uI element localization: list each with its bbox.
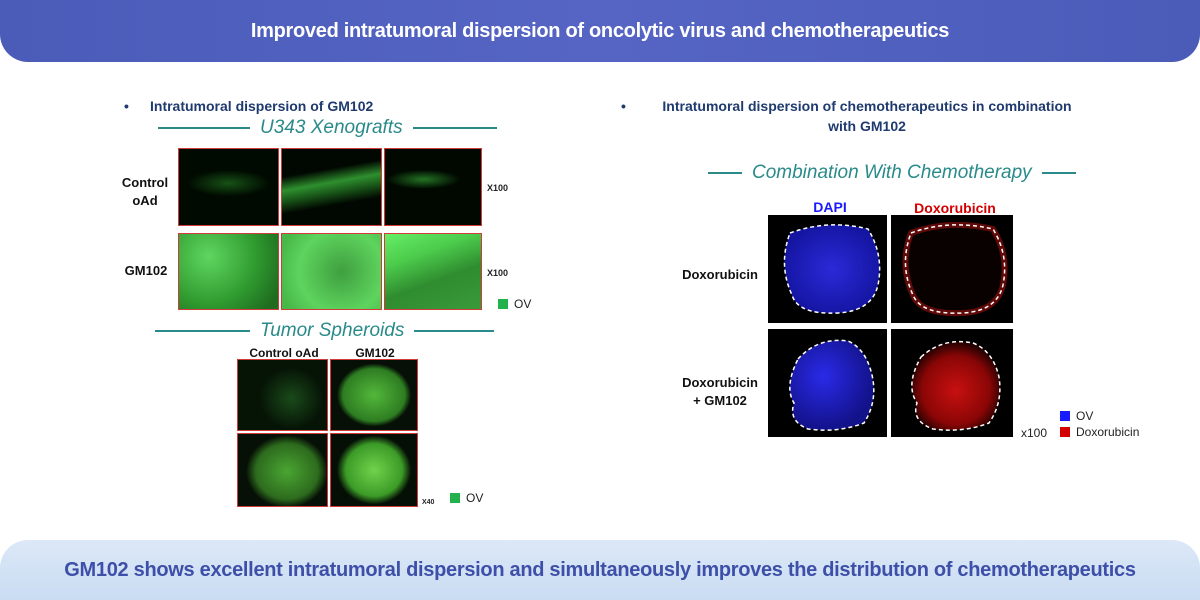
ov-swatch [450,493,460,503]
page-title: Improved intratumoral dispersion of onco… [250,19,950,42]
dapi-panel-doxorubicin-gm102 [768,329,887,437]
right-bullet: • Intratumoral dispersion of chemotherap… [621,96,1087,136]
row-label-line-1: Doxorubicin [682,375,758,390]
xenograft-mag-1: X100 [487,183,509,193]
xenograft-control-panel-2 [281,148,382,226]
left-bullet: • Intratumoral dispersion of GM102 [124,96,374,116]
bullet-dot: • [124,98,129,114]
ov-swatch-blue [1060,411,1070,421]
spheroid-gm102-panel-2 [330,433,418,507]
ov-legend-label: OV [466,491,484,505]
doxorubicin-swatch [1060,427,1070,437]
legend-ov-right: OV [1060,409,1093,423]
row-label-doxorubicin-gm102: Doxorubicin + GM102 [670,374,770,410]
title-rule-right [412,127,497,129]
spheroid-gm102-panel-1 [330,359,418,431]
spheroid-control-panel-1 [237,359,328,431]
row-label-control-oad: Control oAd [121,175,169,208]
bullet-dot: • [621,98,626,114]
legend-doxorubicin-label: Doxorubicin [1076,425,1140,439]
row-label-gm102: GM102 [124,263,168,278]
legend-doxorubicin-right: Doxorubicin [1060,425,1139,439]
spheroid-control-panel-2 [237,433,328,507]
legend-ov-label: OV [1076,409,1094,423]
xenograft-control-panel-1 [178,148,279,226]
title-rule-left [155,330,250,332]
xenograft-mag-2: X100 [487,268,509,278]
row-label-doxorubicin: Doxorubicin [682,267,758,282]
col-label-gm102: GM102 [355,346,395,360]
ov-legend-spheroids: OV [450,491,483,505]
combination-mag: x100 [1021,426,1048,440]
xenograft-gm102-panel-1 [178,233,279,310]
combination-title-text: Combination With Chemotherapy [752,162,1032,183]
spheroid-mag: X40 [422,499,435,506]
ov-swatch [498,299,508,309]
ov-legend-label: OV [514,297,532,311]
doxorubicin-panel-doxorubicin-gm102 [891,329,1013,437]
col-label-doxorubicin: Doxorubicin [914,200,996,216]
xenograft-gm102-panel-3 [384,233,482,310]
row-label-line-2: + GM102 [693,393,747,408]
spheroids-title-text: Tumor Spheroids [260,320,405,341]
title-rule-left [708,172,742,174]
doxorubicin-panel-doxorubicin [891,215,1013,323]
title-rule-right [414,330,495,332]
ov-legend-xenografts: OV [498,297,531,311]
page-header: Improved intratumoral dispersion of onco… [0,0,1200,62]
xenografts-title-text: U343 Xenografts [260,117,403,138]
dapi-panel-doxorubicin [768,215,887,323]
title-rule-left [158,127,250,129]
combination-title: Combination With Chemotherapy [708,162,1076,184]
xenografts-title: U343 Xenografts [158,117,497,139]
xenograft-control-panel-3 [384,148,482,226]
right-bullet-line-2: with GM102 [828,118,906,134]
col-label-dapi: DAPI [813,199,847,215]
spheroids-title: Tumor Spheroids [155,320,495,342]
left-bullet-text: Intratumoral dispersion of GM102 [150,98,374,114]
page-footer: GM102 shows excellent intratumoral dispe… [0,540,1200,600]
title-rule-right [1041,172,1076,174]
footer-summary: GM102 shows excellent intratumoral dispe… [64,558,1136,581]
xenograft-gm102-panel-2 [281,233,382,310]
col-label-control-oad: Control oAd [249,346,319,360]
right-bullet-line-1: Intratumoral dispersion of chemotherapeu… [662,98,1072,114]
